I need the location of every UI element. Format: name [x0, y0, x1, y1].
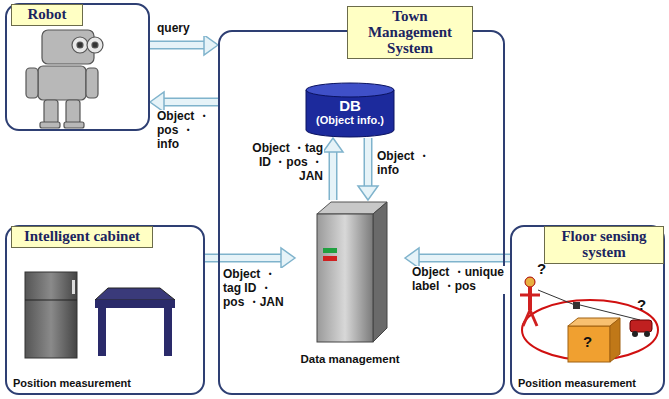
flow-arrow	[150, 35, 218, 55]
arrow-head	[204, 35, 218, 55]
caption-text: Position measurement	[518, 377, 636, 389]
arrow-head	[150, 92, 164, 112]
computer-front	[317, 214, 373, 342]
arrow-body	[418, 255, 510, 261]
arrow-outline	[163, 98, 218, 107]
db-subtitle: (Object info.)	[305, 114, 395, 126]
system-panel: Town Management SystemDB(Object info.)Da…	[218, 30, 505, 395]
database-cylinder: DB(Object info.)	[305, 82, 395, 138]
title-label: Intelligent cabinet	[11, 226, 153, 248]
computer-side	[373, 202, 387, 342]
title-label: Robot	[11, 4, 83, 26]
arrow-outline	[364, 138, 373, 187]
arrow-outline	[329, 151, 338, 200]
arrow-outline	[150, 41, 205, 50]
edge-label: Object ・info	[376, 150, 438, 178]
arrow-heads	[281, 248, 295, 268]
flow-arrow	[358, 138, 378, 200]
arrow-outline	[205, 254, 282, 263]
title-label: Town Management System	[347, 6, 473, 59]
edge-label: Object ・pos ・info	[156, 110, 216, 151]
computer-node: Data management	[295, 200, 405, 365]
edge-label: Object ・unique label ・pos	[411, 266, 505, 294]
computer-shape	[295, 200, 405, 365]
flow-arrow	[405, 248, 510, 268]
node-label: Data management	[295, 353, 405, 365]
arrow-body	[150, 42, 205, 48]
title-label: Floor sensing system	[544, 226, 664, 264]
edge-label: Object ・tag ID ・pos ・JAN	[250, 142, 324, 183]
arrow-head	[405, 248, 419, 268]
arrow-body	[163, 99, 218, 105]
status-light	[323, 248, 337, 253]
arrow-heads	[358, 186, 378, 200]
db-text-wrap: DB(Object info.)	[305, 82, 395, 126]
question-mark: ?	[537, 260, 546, 277]
caption-text: Position measurement	[13, 377, 131, 389]
arrow-outline	[418, 254, 510, 263]
question-mark: ?	[583, 333, 592, 350]
arrow-heads	[323, 138, 343, 152]
arrow-body	[330, 151, 336, 200]
flow-arrow	[323, 138, 343, 200]
arrow-heads	[150, 92, 164, 112]
cylinder-top	[306, 83, 394, 97]
flow-arrow	[150, 92, 218, 112]
floor-figure	[520, 277, 658, 362]
arrow-body	[205, 255, 282, 261]
arrow-head	[358, 186, 378, 200]
status-light	[323, 256, 337, 261]
arrow-heads	[204, 35, 218, 55]
db-title: DB	[305, 97, 395, 114]
system-panel: Robot	[5, 3, 150, 131]
edge-label: Object ・tag ID ・pos ・JAN	[222, 268, 288, 309]
robot-figure	[26, 30, 103, 128]
question-mark: ?	[637, 296, 646, 313]
system-panel: Intelligent cabinetPosition measurement	[5, 225, 205, 395]
cylinder-body	[306, 90, 394, 137]
arrow-body	[365, 138, 371, 187]
arrow-heads	[405, 248, 419, 268]
edge-label: query	[156, 22, 216, 36]
arrow-head	[323, 138, 343, 152]
arrow-head	[281, 248, 295, 268]
cabinet-figure	[25, 272, 175, 358]
